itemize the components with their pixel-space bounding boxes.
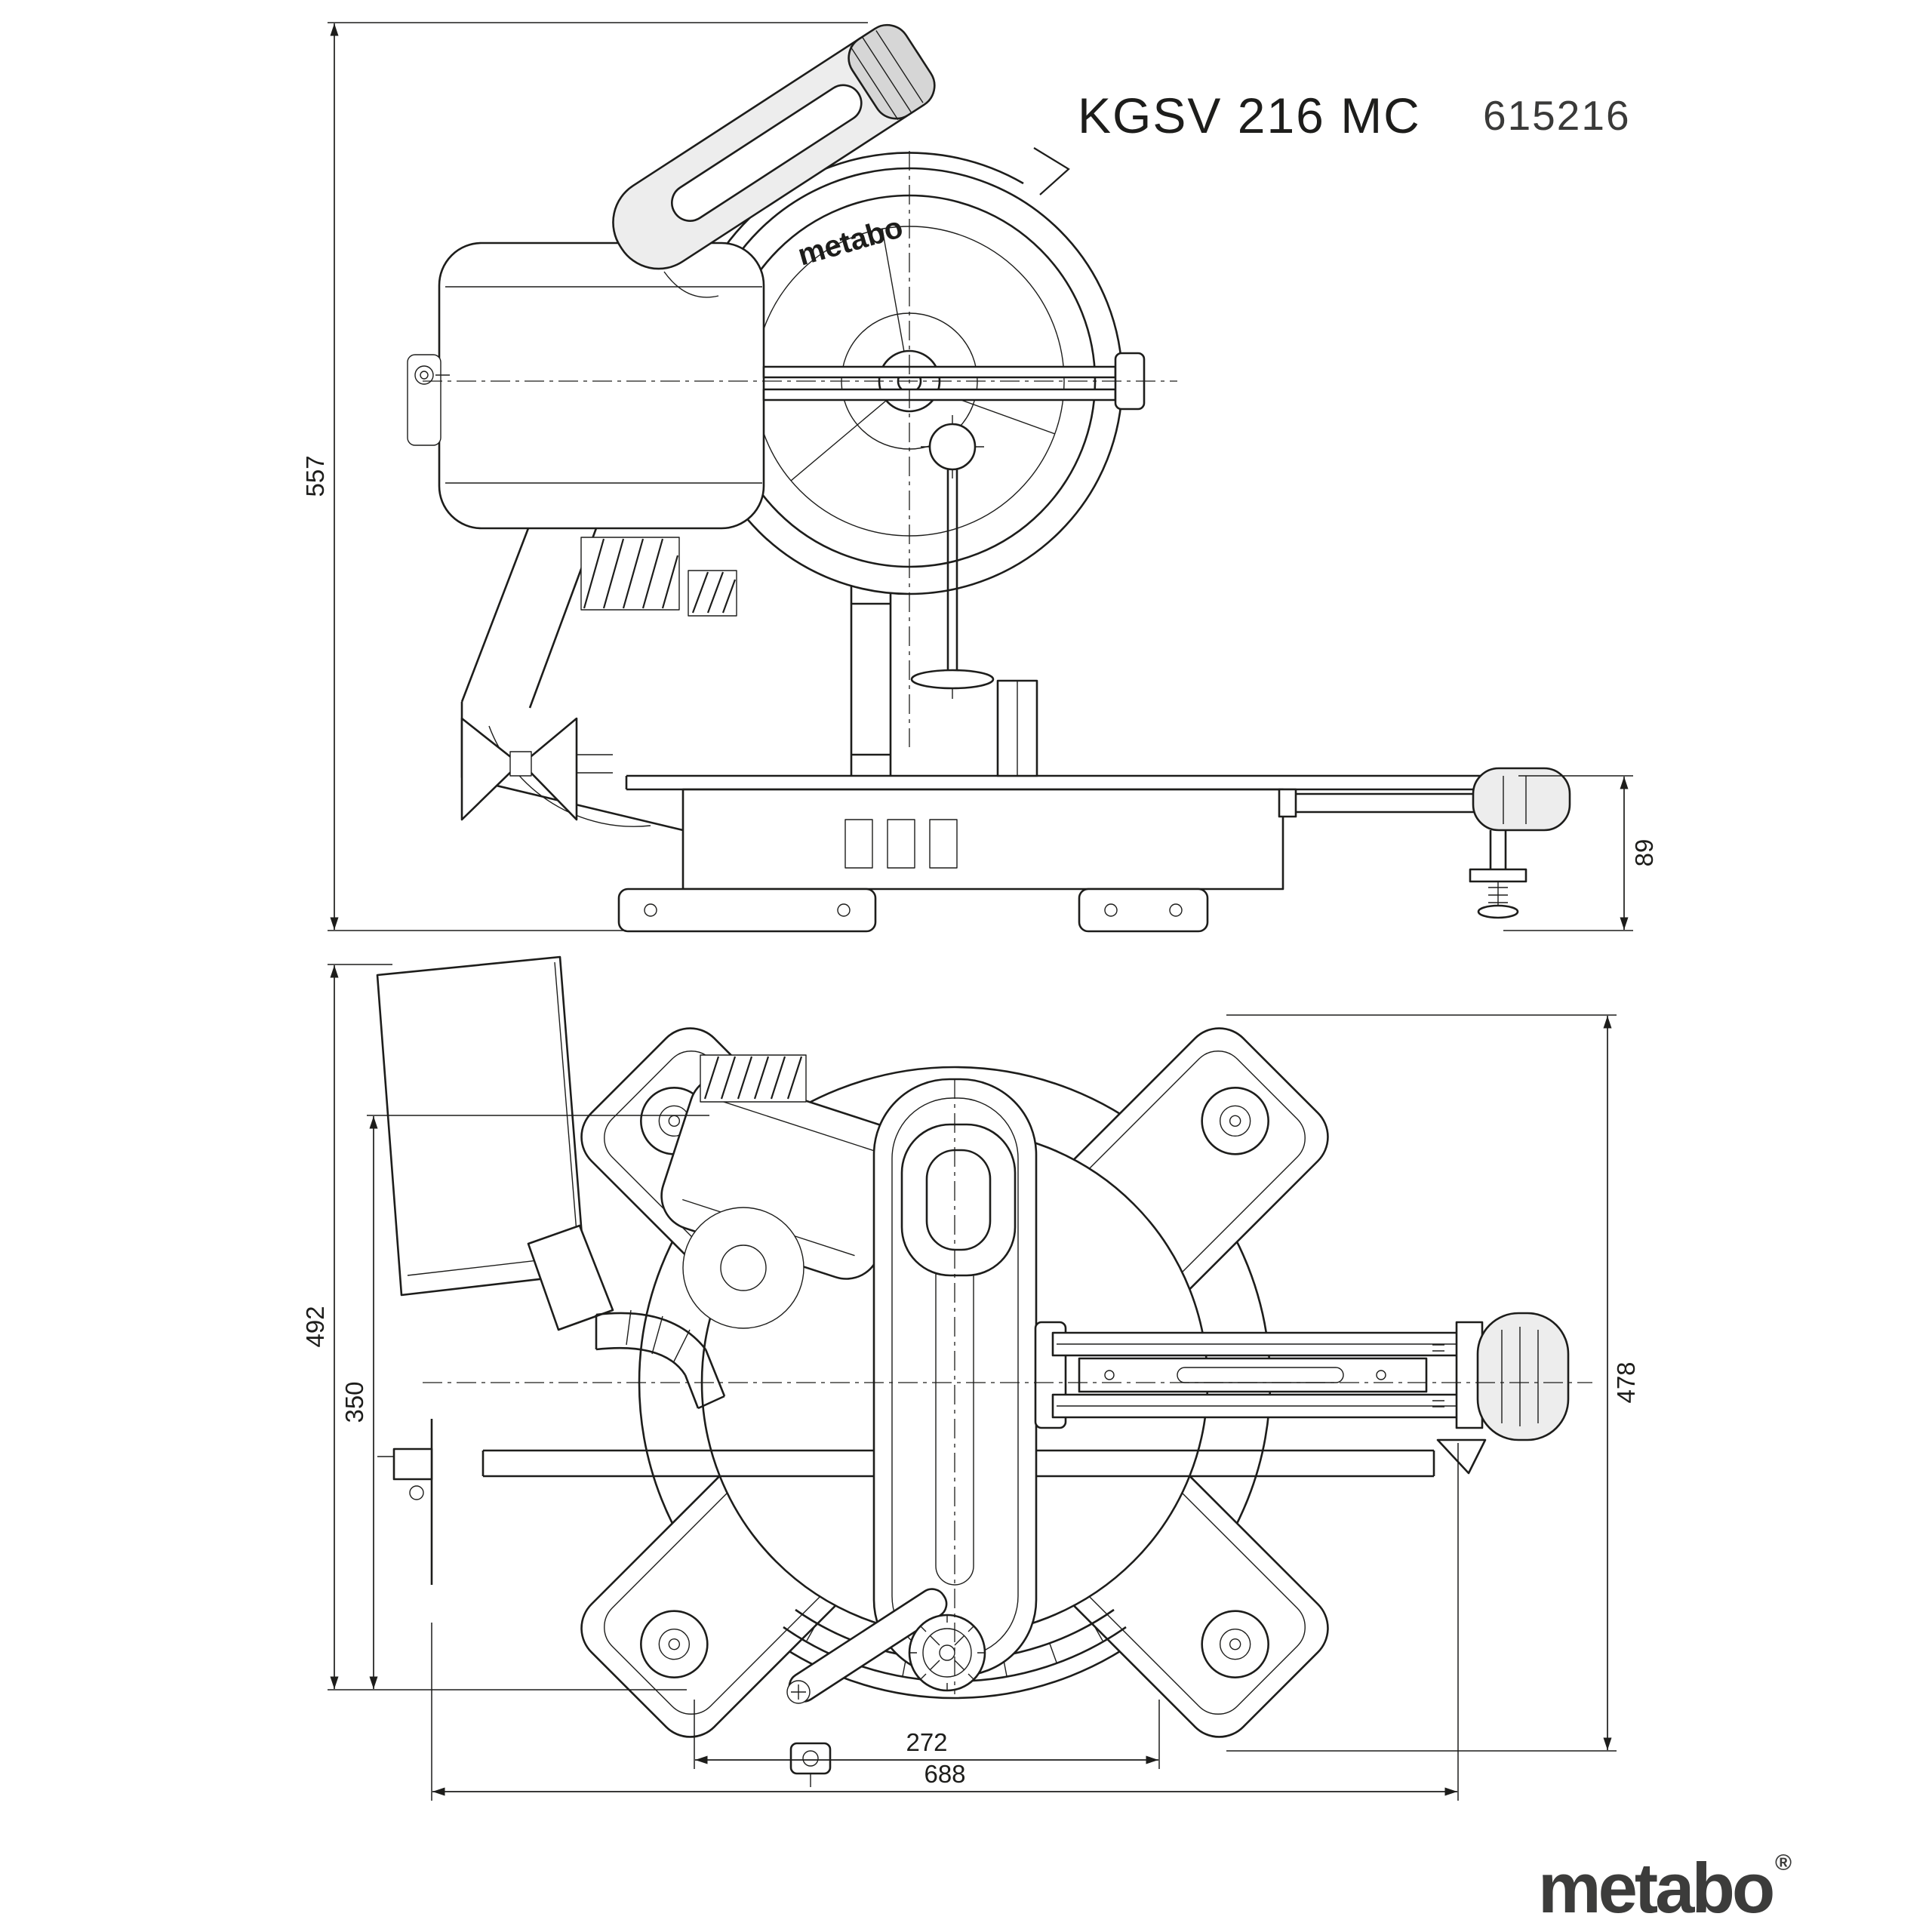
elbow-duct xyxy=(595,1309,726,1410)
carry-handle xyxy=(612,23,936,270)
chute-funnel xyxy=(527,1224,614,1331)
main-handle-top xyxy=(900,1123,1017,1277)
dimension-492: 492 xyxy=(301,964,687,1690)
dimension-label-350: 350 xyxy=(340,1381,368,1423)
dimension-272: 272 xyxy=(694,1700,1160,1769)
side-extension-rail xyxy=(1278,767,1571,919)
screw-head xyxy=(414,365,434,385)
dimension-label-89: 89 xyxy=(1630,839,1658,867)
dimension-label-478: 478 xyxy=(1612,1361,1640,1403)
side-view-drawing: metabo xyxy=(407,23,1571,933)
left-base-edge xyxy=(377,1419,433,1585)
dimension-478: 478 xyxy=(1226,1014,1640,1752)
motor-housing xyxy=(407,242,765,617)
bevel-assembly xyxy=(460,528,684,832)
page-title: KGSV 216 MC xyxy=(1078,88,1421,143)
dimension-89: 89 xyxy=(1503,775,1658,931)
motor-top xyxy=(660,1054,909,1329)
article-number: 615216 xyxy=(1483,92,1631,139)
rail-latch xyxy=(1436,1438,1487,1475)
table-lock-assembly xyxy=(786,1588,986,1704)
dimension-688: 688 xyxy=(431,1443,1459,1801)
hold-down-clamp xyxy=(910,415,995,699)
dimension-label-557: 557 xyxy=(301,455,329,497)
bevel-lock-knob xyxy=(460,717,521,821)
extension-grip xyxy=(1472,767,1571,832)
motor-vents xyxy=(580,537,680,611)
dimension-350: 350 xyxy=(340,1115,709,1689)
rail-end-grip xyxy=(1476,1312,1570,1441)
bottom-clamp xyxy=(789,1742,832,1787)
dimension-label-272: 272 xyxy=(906,1728,947,1756)
top-view-drawing xyxy=(376,955,1592,1787)
motor-vents-top xyxy=(700,1054,807,1103)
table-surface xyxy=(625,774,1515,791)
rail-slot xyxy=(1177,1367,1344,1383)
header: KGSV 216 MC 615216 xyxy=(1078,88,1631,143)
rotation-arrow xyxy=(1033,147,1070,195)
gear-housing xyxy=(682,1207,804,1329)
machine-base xyxy=(617,774,1515,933)
base-foot-right xyxy=(1078,888,1209,933)
slide-rails-top xyxy=(1034,1312,1570,1475)
dimension-label-492: 492 xyxy=(301,1306,329,1347)
clamp-knob xyxy=(928,423,977,471)
dimension-557: 557 xyxy=(301,22,868,931)
brand-logo-text: metabo xyxy=(1538,1848,1773,1927)
dust-chute xyxy=(376,955,614,1331)
trigger xyxy=(663,271,719,298)
support-column xyxy=(850,575,892,776)
head-slide-bars xyxy=(762,352,1146,411)
registered-trademark: ® xyxy=(1775,1850,1792,1875)
base-foot-left xyxy=(617,888,877,933)
brand-logo: metabo ® xyxy=(1538,1848,1792,1927)
clamp-foot xyxy=(910,669,995,690)
dimension-label-688: 688 xyxy=(924,1760,965,1788)
